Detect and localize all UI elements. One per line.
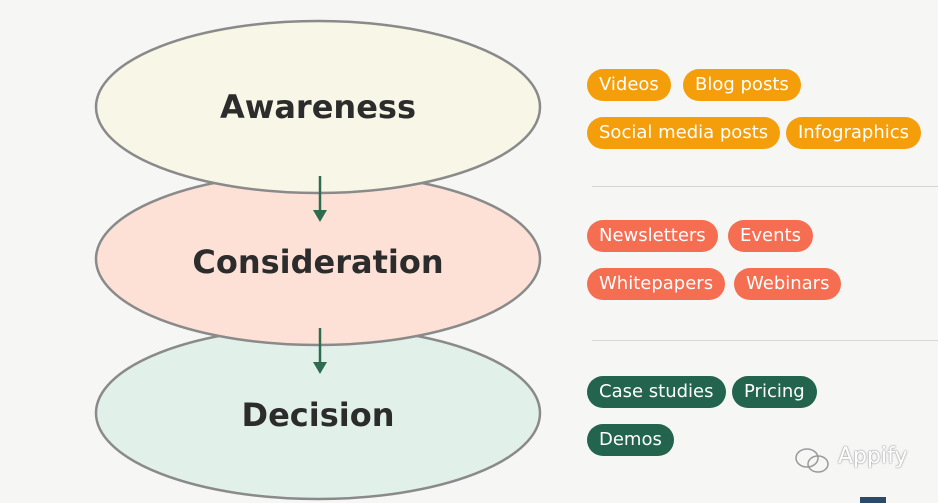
tag-videos: Videos bbox=[587, 69, 671, 101]
arrow-awareness-to-consideration bbox=[313, 176, 327, 222]
tag-case-studies: Case studies bbox=[587, 376, 726, 408]
tag-demos: Demos bbox=[587, 424, 674, 456]
tag-social-media-posts: Social media posts bbox=[587, 117, 781, 149]
tag-blog-posts: Blog posts bbox=[683, 69, 801, 101]
watermark-text: Appify bbox=[838, 444, 908, 469]
tag-infographics: Infographics bbox=[786, 117, 922, 149]
awareness-label: Awareness bbox=[220, 88, 416, 126]
arrow-consideration-to-decision bbox=[313, 328, 327, 374]
tag-whitepapers: Whitepapers bbox=[587, 268, 726, 300]
awareness-ellipse bbox=[94, 19, 542, 195]
consideration-label: Consideration bbox=[192, 243, 444, 281]
tag-pricing: Pricing bbox=[732, 376, 817, 408]
corner-mark bbox=[860, 497, 886, 503]
divider-1 bbox=[592, 186, 938, 187]
chat-bubble-icon bbox=[795, 448, 829, 473]
tag-webinars: Webinars bbox=[734, 268, 842, 300]
divider-2 bbox=[592, 340, 938, 341]
tag-events: Events bbox=[728, 220, 813, 252]
tag-newsletters: Newsletters bbox=[587, 220, 718, 252]
decision-label: Decision bbox=[241, 396, 395, 434]
